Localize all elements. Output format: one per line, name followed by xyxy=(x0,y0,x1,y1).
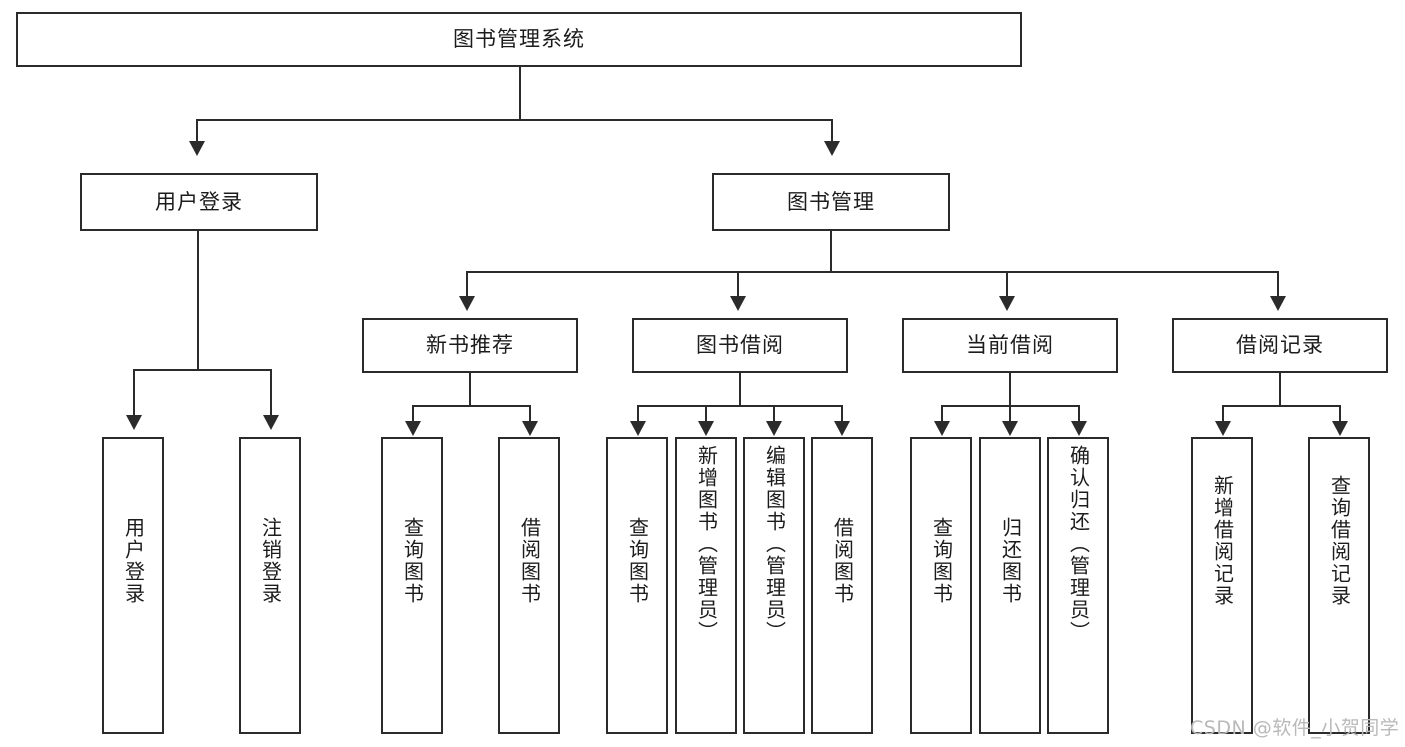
connector-drop-borrow-record xyxy=(1277,271,1279,298)
arrowhead-cb-confirm xyxy=(1071,421,1087,436)
leaf-br-query-record[interactable]: 查询借阅记录 xyxy=(1308,437,1370,734)
connector-root-stem xyxy=(519,67,521,120)
node-book-management[interactable]: 图书管理 xyxy=(712,173,950,231)
connector-drop-br-add xyxy=(1222,405,1224,423)
leaf-logout[interactable]: 注销登录 xyxy=(239,437,301,734)
arrowhead-leaf-logout xyxy=(263,415,279,430)
leaf-label: 确认归还（管理员） xyxy=(1066,445,1091,643)
leaf-label: 新增借阅记录 xyxy=(1210,475,1235,607)
leaf-label: 查询图书 xyxy=(929,517,954,605)
leaf-label: 注销登录 xyxy=(258,517,283,605)
connector-book-borrow-bus xyxy=(637,405,841,407)
leaf-label: 借阅图书 xyxy=(830,517,855,605)
connector-drop-nb-query xyxy=(412,405,414,423)
arrowhead-cb-query xyxy=(934,421,950,436)
node-user-login[interactable]: 用户登录 xyxy=(80,173,318,231)
leaf-bb-query-book[interactable]: 查询图书 xyxy=(606,437,668,734)
leaf-label: 归还图书 xyxy=(998,517,1023,605)
arrowhead-bb-add xyxy=(698,421,714,436)
leaf-cb-query-book[interactable]: 查询图书 xyxy=(910,437,972,734)
node-label: 图书管理 xyxy=(787,189,875,214)
leaf-label: 查询图书 xyxy=(400,517,425,605)
connector-drop-cb-confirm xyxy=(1078,405,1080,423)
arrowhead-bb-edit xyxy=(766,421,782,436)
arrowhead-nb-borrow xyxy=(522,421,538,436)
leaf-nb-query-book[interactable]: 查询图书 xyxy=(381,437,443,734)
connector-drop-leaf-user-login xyxy=(133,369,135,417)
node-borrow-record[interactable]: 借阅记录 xyxy=(1172,318,1388,373)
arrowhead-br-add xyxy=(1215,421,1231,436)
arrowhead-br-query xyxy=(1332,421,1348,436)
node-label: 借阅记录 xyxy=(1236,333,1324,358)
connector-drop-bb-borrow xyxy=(841,405,843,423)
connector-drop-br-query xyxy=(1339,405,1341,423)
arrowhead-bb-borrow xyxy=(834,421,850,436)
leaf-label: 新增图书（管理员） xyxy=(694,445,719,643)
node-label: 图书管理系统 xyxy=(453,27,585,52)
node-current-borrow[interactable]: 当前借阅 xyxy=(902,318,1118,373)
leaf-user-login[interactable]: 用户登录 xyxy=(102,437,164,734)
connector-new-book-bus xyxy=(412,405,529,407)
leaf-bb-add-book-admin[interactable]: 新增图书（管理员） xyxy=(675,437,737,734)
node-label: 新书推荐 xyxy=(426,333,514,358)
connector-borrow-record-stem xyxy=(1279,373,1281,406)
leaf-nb-borrow-book[interactable]: 借阅图书 xyxy=(498,437,560,734)
node-root-book-management-system[interactable]: 图书管理系统 xyxy=(16,12,1022,67)
leaf-label: 查询借阅记录 xyxy=(1327,475,1352,607)
connector-drop-nb-borrow xyxy=(529,405,531,423)
arrowhead-book-management xyxy=(824,141,840,156)
connector-book-borrow-stem xyxy=(739,373,741,406)
connector-drop-user-login xyxy=(196,119,198,143)
connector-drop-book-management xyxy=(831,119,833,143)
leaf-bb-borrow-book[interactable]: 借阅图书 xyxy=(811,437,873,734)
node-label: 图书借阅 xyxy=(696,333,784,358)
connector-borrow-record-bus xyxy=(1222,405,1339,407)
node-book-borrow[interactable]: 图书借阅 xyxy=(632,318,848,373)
arrowhead-user-login xyxy=(189,141,205,156)
leaf-label: 查询图书 xyxy=(625,517,650,605)
connector-drop-cb-query xyxy=(941,405,943,423)
connector-current-borrow-stem xyxy=(1009,373,1011,406)
connector-drop-new-book xyxy=(466,271,468,298)
arrowhead-bb-query xyxy=(630,421,646,436)
arrowhead-nb-query xyxy=(405,421,421,436)
connector-drop-bb-edit xyxy=(773,405,775,423)
connector-user-login-bus xyxy=(133,369,270,371)
leaf-br-add-record[interactable]: 新增借阅记录 xyxy=(1191,437,1253,734)
connector-drop-book-borrow xyxy=(737,271,739,298)
leaf-bb-edit-book-admin[interactable]: 编辑图书（管理员） xyxy=(743,437,805,734)
watermark-csdn: CSDN @软件_小贺同学 xyxy=(1190,717,1400,739)
connector-drop-bb-add xyxy=(705,405,707,423)
connector-drop-current-borrow xyxy=(1006,271,1008,298)
arrowhead-leaf-user-login xyxy=(126,415,142,430)
leaf-cb-return-book[interactable]: 归还图书 xyxy=(979,437,1041,734)
connector-user-login-stem xyxy=(197,231,199,370)
node-label: 当前借阅 xyxy=(966,333,1054,358)
arrowhead-current-borrow xyxy=(999,296,1015,311)
arrowhead-book-borrow xyxy=(730,296,746,311)
connector-drop-cb-return xyxy=(1009,405,1011,423)
leaf-cb-confirm-return-admin[interactable]: 确认归还（管理员） xyxy=(1047,437,1109,734)
arrowhead-new-book xyxy=(459,296,475,311)
node-label: 用户登录 xyxy=(155,189,243,214)
leaf-label: 编辑图书（管理员） xyxy=(762,445,787,643)
arrowhead-cb-return xyxy=(1002,421,1018,436)
node-new-book-recommend[interactable]: 新书推荐 xyxy=(362,318,578,373)
connector-new-book-stem xyxy=(469,373,471,406)
leaf-label: 借阅图书 xyxy=(517,517,542,605)
connector-book-management-stem xyxy=(830,231,832,272)
leaf-label: 用户登录 xyxy=(121,517,146,605)
connector-level1-bus xyxy=(196,119,833,121)
connector-drop-leaf-logout xyxy=(270,369,272,417)
connector-drop-bb-query xyxy=(637,405,639,423)
connector-level2-bus xyxy=(466,271,1278,273)
arrowhead-borrow-record xyxy=(1270,296,1286,311)
